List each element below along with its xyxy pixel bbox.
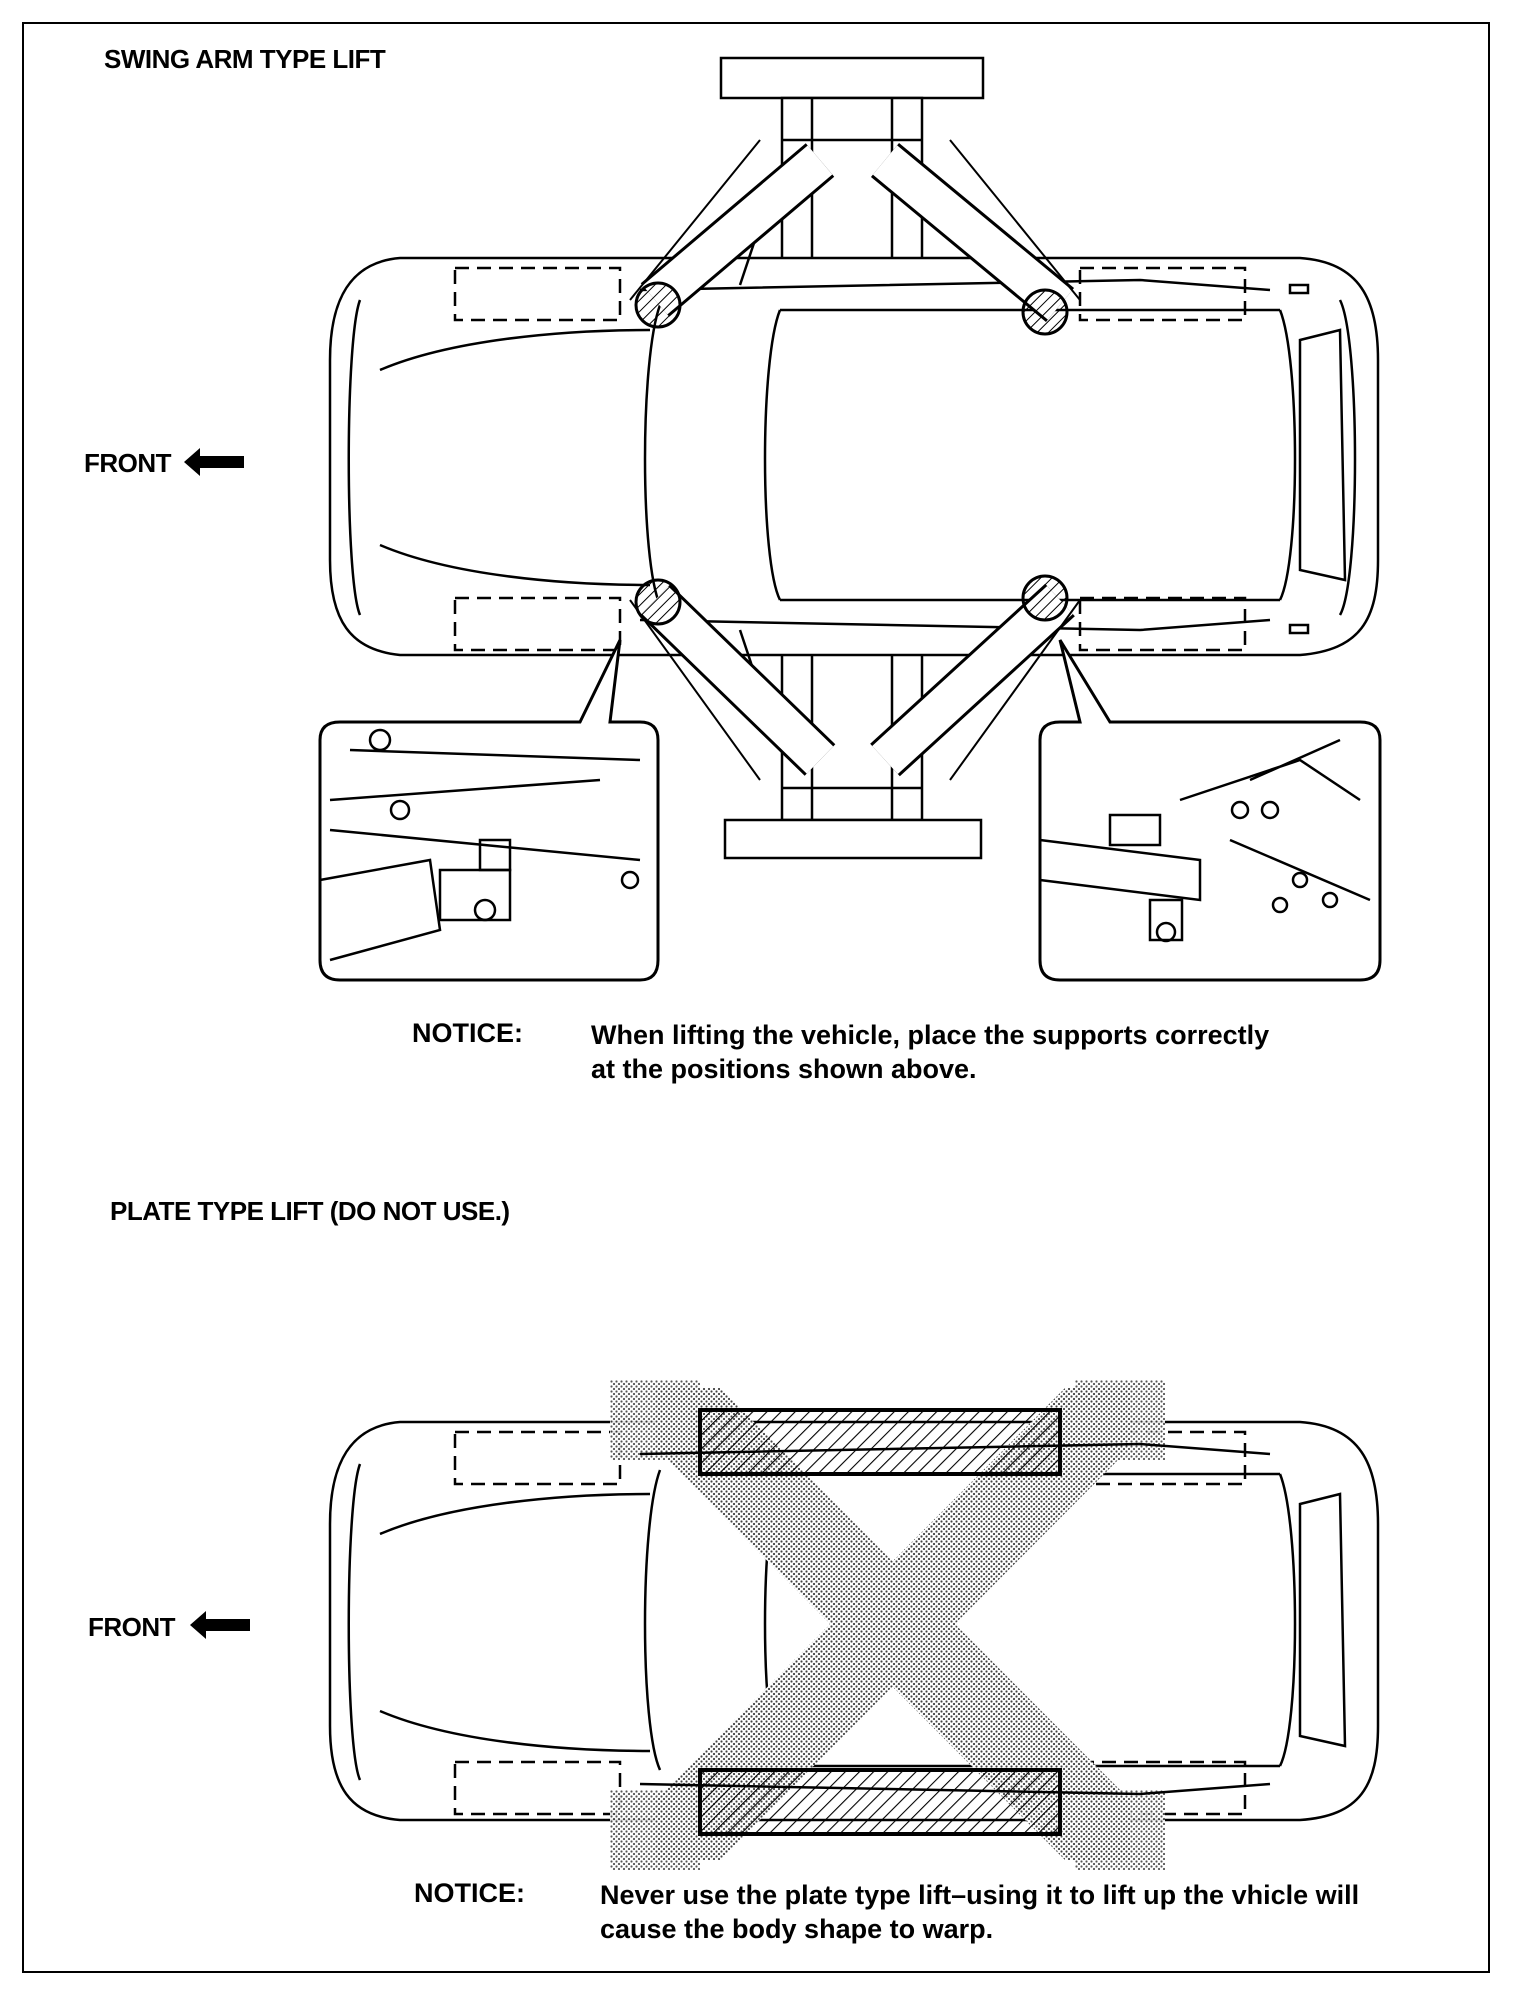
detail-callout-front bbox=[318, 639, 660, 982]
plate-type-figure bbox=[328, 1380, 1380, 1870]
front-label-2: FRONT bbox=[88, 1612, 176, 1642]
notice-label-2: NOTICE: bbox=[414, 1878, 525, 1908]
notice-text-1-line2: at the positions shown above. bbox=[591, 1054, 977, 1084]
hatched-circle-icon bbox=[634, 578, 682, 626]
swing-arm-title: SWING ARM TYPE LIFT bbox=[104, 44, 386, 74]
notice-text-2: Never use the plate type lift–using it t… bbox=[600, 1878, 1480, 1946]
notice-label-1: NOTICE: bbox=[412, 1018, 523, 1048]
notice-text-1-line1: When lifting the vehicle, place the supp… bbox=[591, 1020, 1270, 1050]
left-arrow-icon bbox=[190, 1611, 250, 1639]
plate-type-title: PLATE TYPE LIFT (DO NOT USE.) bbox=[110, 1196, 510, 1226]
lift-plate-top bbox=[698, 1408, 1062, 1476]
lift-post-bottom bbox=[723, 638, 983, 860]
swing-arms bbox=[629, 139, 1081, 781]
lift-plate-bottom bbox=[698, 1768, 1062, 1836]
page-border bbox=[22, 22, 1490, 1973]
notice-text-2-line2: cause the body shape to warp. bbox=[600, 1914, 994, 1944]
notice-text-2-line1: Never use the plate type lift–using it t… bbox=[600, 1880, 1360, 1910]
vehicle-body-1 bbox=[328, 236, 1380, 679]
lift-points bbox=[634, 281, 1069, 626]
hatched-circle-icon bbox=[1021, 574, 1069, 622]
lift-plates bbox=[698, 1408, 1062, 1836]
front-label-1: FRONT bbox=[84, 448, 172, 478]
cross-out-icon bbox=[610, 1380, 1165, 1870]
detail-callout-rear bbox=[1038, 639, 1382, 982]
notice-text-1: When lifting the vehicle, place the supp… bbox=[591, 1018, 1391, 1086]
hatched-circle-icon bbox=[1021, 288, 1069, 336]
hatched-circle-icon bbox=[634, 281, 682, 329]
swing-arm-figure bbox=[318, 56, 1382, 982]
left-arrow-icon bbox=[184, 448, 244, 476]
